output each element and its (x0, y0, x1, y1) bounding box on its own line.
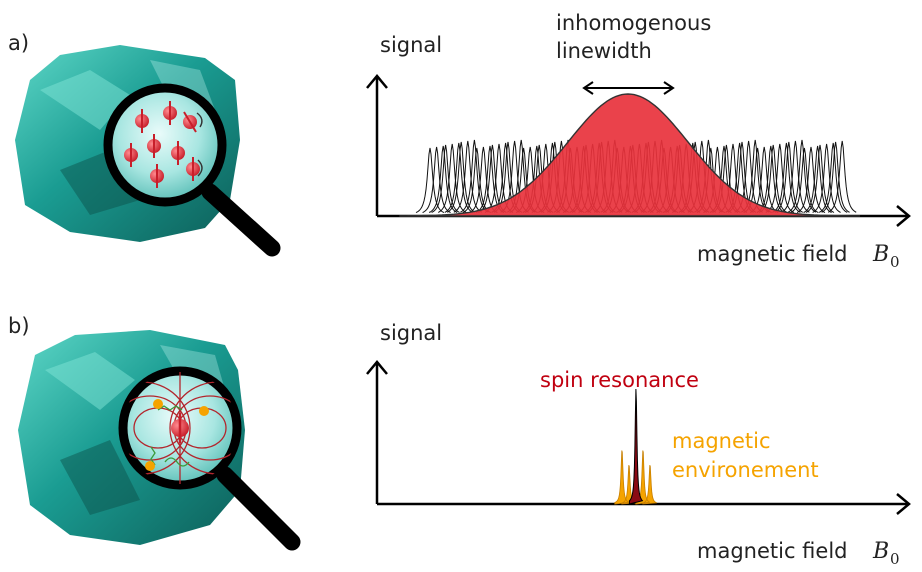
annotation-line2: linewidth (556, 39, 652, 63)
x-axis-subscript: 0 (890, 253, 900, 271)
linewidth-arrow (582, 81, 675, 95)
central-spin-with-field (123, 372, 237, 484)
panel-b: b) (8, 314, 911, 568)
resonance-line (796, 146, 826, 214)
resonance-line (781, 140, 810, 213)
panel-a-label: a) (8, 31, 29, 55)
spin-resonance-title: spin resonance (540, 368, 699, 392)
panel-b-label: b) (8, 314, 30, 338)
resonance-line (812, 143, 841, 213)
resonance-line (774, 141, 804, 213)
resonance-line (437, 143, 467, 213)
x-axis-label: magnetic field (697, 539, 848, 563)
resonance-line (453, 140, 483, 213)
panel-a: a) (8, 11, 911, 271)
resonance-line (805, 144, 835, 213)
resonance-line (821, 141, 850, 213)
resonance-line (827, 140, 857, 213)
y-axis-label: signal (380, 33, 442, 57)
spin-icon (124, 101, 203, 188)
inhomogeneous-envelope (399, 93, 861, 217)
spin-resonance-peak (628, 388, 644, 505)
spin-ensemble (124, 101, 203, 188)
annotation-line1: inhomogenous (556, 11, 711, 35)
x-axis-subscript: 0 (890, 550, 900, 568)
magnetic-environment-peaks (614, 450, 657, 505)
x-axis-label: magnetic field (697, 242, 848, 266)
resonance-line (431, 144, 460, 213)
resonance-line (818, 142, 848, 213)
env-label-line2: environement (672, 458, 819, 482)
env-label-line1: magnetic (672, 429, 771, 453)
resonance-line (446, 141, 476, 213)
x-axis-symbol: B (872, 242, 889, 267)
spin-icon (171, 413, 189, 443)
x-axis-symbol: B (872, 539, 889, 564)
resonance-line (422, 146, 451, 214)
resonance-line (415, 147, 445, 214)
resonance-line (803, 145, 832, 213)
resonance-line (428, 145, 458, 213)
resonance-line (790, 147, 819, 214)
y-axis-label: signal (380, 321, 442, 345)
